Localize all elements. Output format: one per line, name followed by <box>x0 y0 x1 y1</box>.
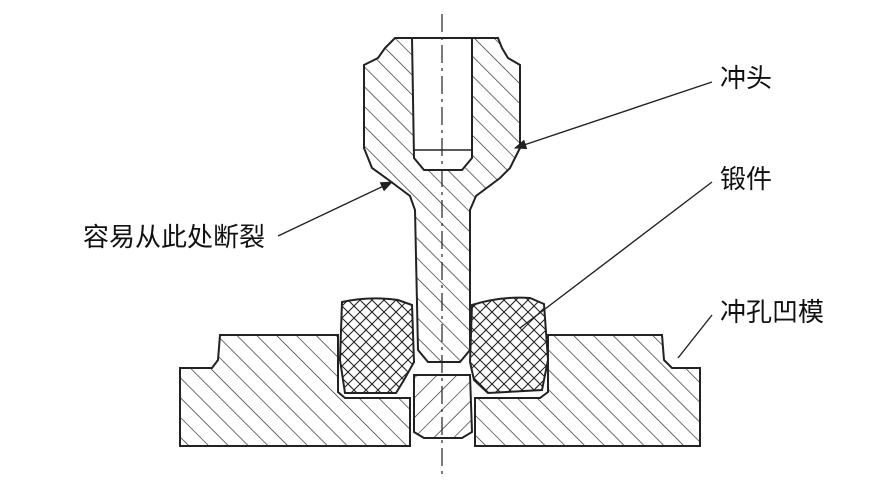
leader-forging <box>519 181 713 329</box>
die-body <box>179 334 411 447</box>
label-punch: 冲头 <box>720 64 773 94</box>
leader-die <box>677 314 713 359</box>
slug <box>413 374 474 439</box>
leader-fracture <box>277 181 394 237</box>
label-die: 冲孔凹模 <box>720 298 825 328</box>
label-forging: 锻件 <box>720 165 773 195</box>
die-body-right <box>474 334 701 447</box>
forging-right <box>468 296 550 395</box>
punch-bore <box>410 37 473 171</box>
label-fracture-note: 容易从此处断裂 <box>83 223 266 253</box>
leader-punch <box>513 81 713 150</box>
forging-left <box>338 297 416 394</box>
